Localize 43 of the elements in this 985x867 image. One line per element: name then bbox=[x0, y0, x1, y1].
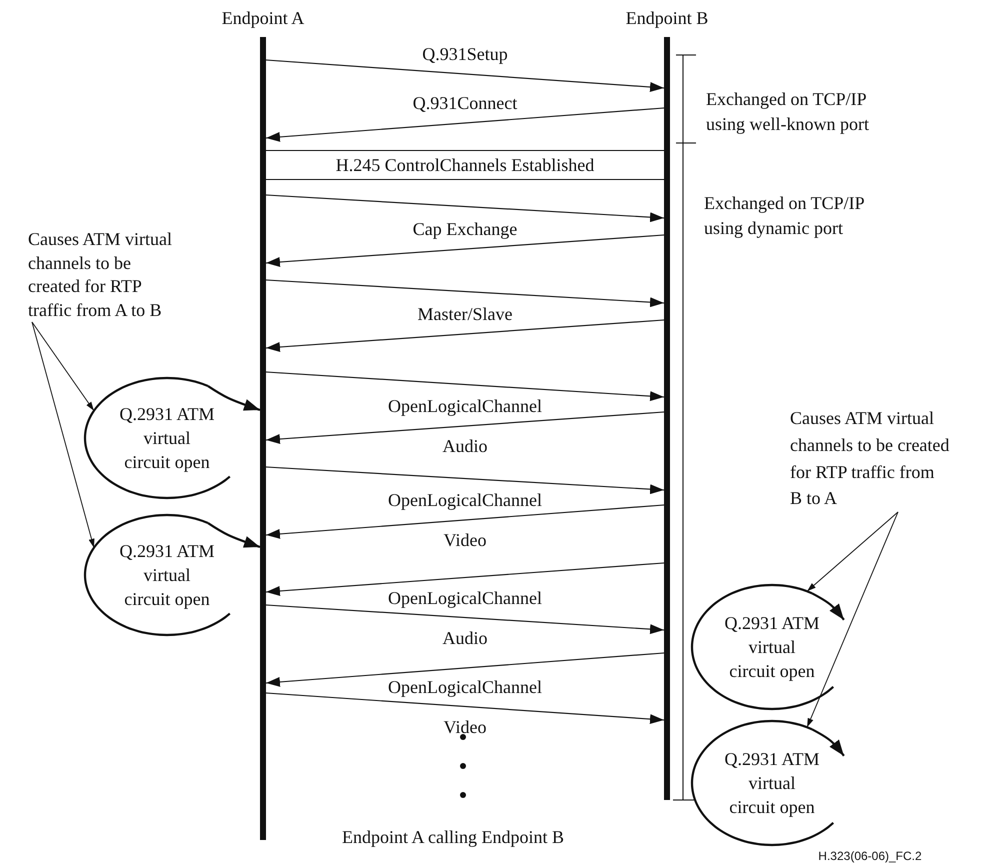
loop-arrow bbox=[811, 592, 845, 620]
message-arrow bbox=[266, 107, 664, 142]
figure-id: H.323(06-06)_FC.2 bbox=[817, 849, 923, 864]
message-arrow bbox=[266, 504, 664, 539]
loop-arrow bbox=[207, 385, 260, 412]
leader-line bbox=[806, 512, 898, 592]
message-arrow bbox=[266, 466, 664, 494]
message-arrow bbox=[266, 319, 664, 352]
message-arrow bbox=[266, 652, 664, 687]
message-arrow bbox=[266, 604, 664, 634]
lifeline-heading: Endpoint A bbox=[220, 8, 306, 29]
message-arrow bbox=[266, 692, 664, 724]
ellipse-label: Q.2931 ATM virtual circuit open bbox=[724, 612, 820, 683]
ellipse-label: Q.2931 ATM virtual circuit open bbox=[119, 403, 215, 474]
message-arrow bbox=[266, 194, 664, 222]
ellipse-label: Q.2931 ATM virtual circuit open bbox=[724, 748, 820, 819]
caption: Endpoint A calling Endpoint B bbox=[341, 827, 565, 848]
edge-label: Q.931Connect bbox=[412, 93, 518, 113]
loop-arrow bbox=[811, 728, 845, 756]
annotation-note: Causes ATM virtual channels to be created for RTP traffic from B to A bbox=[790, 405, 950, 512]
message-arrow bbox=[266, 279, 664, 308]
status-band: H.245 ControlChannels Established bbox=[266, 150, 664, 180]
leader-line bbox=[32, 322, 94, 412]
message-arrow bbox=[266, 371, 664, 402]
edge-label: Cap Exchange bbox=[412, 219, 518, 239]
bracket-note: Exchanged on TCP/IP using dynamic port bbox=[704, 192, 865, 240]
annotation-note: Causes ATM virtual channels to be created for RTP traffic from A to B bbox=[28, 228, 184, 322]
leader-line bbox=[32, 322, 94, 548]
message-arrow bbox=[266, 59, 664, 92]
edge-label: OpenLogicalChannel Audio bbox=[387, 586, 543, 650]
leader-line bbox=[806, 512, 898, 728]
message-arrow bbox=[266, 411, 664, 444]
message-arrow bbox=[266, 562, 664, 596]
lifeline-heading: Endpoint B bbox=[624, 8, 710, 29]
message-arrow bbox=[266, 234, 664, 267]
ellipse-label: Q.2931 ATM virtual circuit open bbox=[119, 540, 215, 611]
edge-label: OpenLogicalChannel Audio bbox=[387, 395, 543, 458]
bracket-note: Exchanged on TCP/IP using well-known port bbox=[706, 88, 870, 136]
edge-label: OpenLogicalChannel Video bbox=[387, 489, 543, 552]
edge-label: Q.931Setup bbox=[421, 44, 509, 64]
loop-arrow bbox=[207, 522, 260, 548]
edge-label: Master/Slave bbox=[416, 304, 514, 324]
edge-label: OpenLogicalChannel Video bbox=[387, 676, 543, 738]
